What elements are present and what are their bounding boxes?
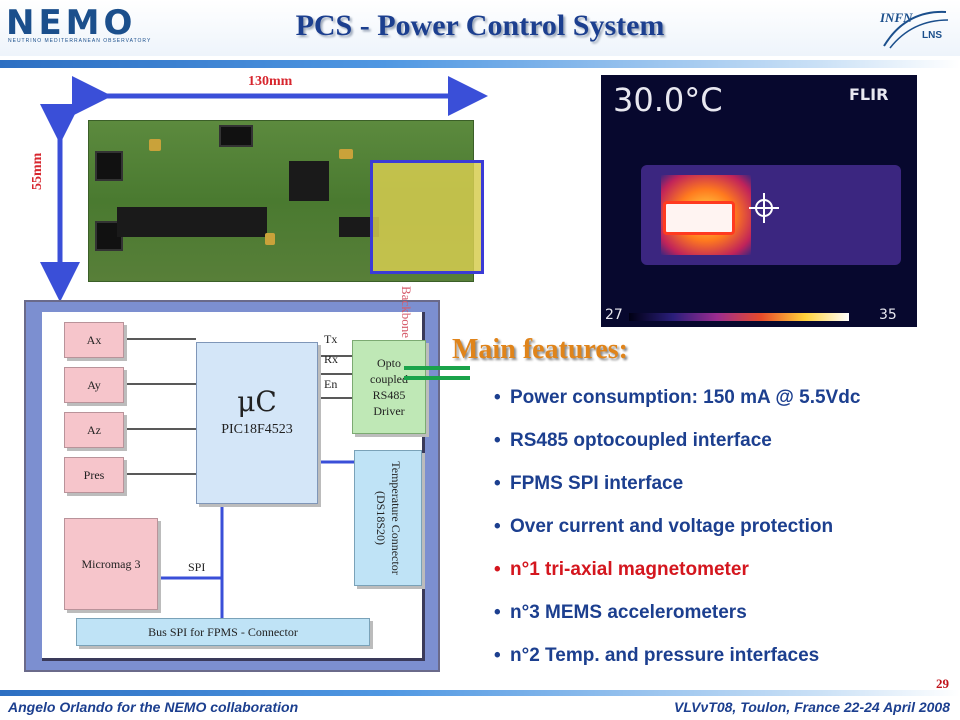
thermal-temperature: 30.0°C: [613, 81, 723, 119]
microcontroller-symbol: μC: [237, 385, 277, 418]
micromag-block: Micromag 3: [64, 518, 158, 610]
header-band: [0, 0, 960, 56]
microcontroller-part: PIC18F4523: [221, 422, 293, 437]
block-diagram: Ax Ay Az Pres Micromag 3 μC PIC18F4523 T…: [24, 300, 440, 672]
temperature-connector-block: Temperature Connector (DS18S20): [354, 450, 422, 586]
nemo-logo: NEMO: [6, 3, 137, 43]
opto-driver-label: Opto coupled RS485 Driver: [370, 356, 408, 418]
thermal-image: 30.0°C FLIR 27 35: [601, 75, 917, 327]
width-label: 130mm: [248, 74, 293, 89]
thermal-color-scale: [629, 313, 849, 321]
features-list: Power consumption: 150 mA @ 5.5Vdc RS485…: [494, 386, 860, 687]
diagram-wiring: [122, 338, 354, 618]
page-title: PCS - Power Control System: [295, 9, 665, 42]
sensor-az: Az: [64, 412, 124, 448]
footer-divider: [0, 690, 960, 696]
header-divider: [0, 60, 960, 68]
micromag-label: Micromag 3: [81, 556, 141, 571]
feature-item: RS485 optocoupled interface: [494, 429, 860, 472]
nemo-logo-tagline: NEUTRINO MEDITERRANEAN OBSERVATORY: [8, 38, 152, 44]
spi-bus-connector: Bus SPI for FPMS - Connector: [76, 618, 370, 646]
sensor-ax: Ax: [64, 322, 124, 358]
opto-driver-block: Opto coupled RS485 Driver: [352, 340, 426, 434]
sensor-ay: Ay: [64, 367, 124, 403]
feature-item: n°3 MEMS accelerometers: [494, 601, 860, 644]
microcontroller-block: μC PIC18F4523: [196, 342, 318, 504]
sensor-pres: Pres: [64, 457, 124, 493]
temperature-connector-label: Temperature Connector (DS18S20): [374, 461, 403, 575]
feature-item: Over current and voltage protection: [494, 515, 860, 558]
backbone-label: Backbone: [399, 286, 414, 338]
feature-item: n°2 Temp. and pressure interfaces: [494, 644, 860, 687]
features-title: Main features:: [452, 334, 628, 365]
signal-rx: Rx: [324, 352, 339, 366]
signal-en: En: [324, 377, 338, 391]
footer-event: VLVνT08, Toulon, France 22-24 April 2008: [674, 699, 950, 715]
infn-logo-text: INFN: [880, 10, 913, 25]
pcb-sensor-highlight: [370, 160, 484, 274]
infn-logo-icon: [883, 10, 949, 49]
page-number: 29: [936, 676, 949, 691]
thermal-scale-max: 35: [879, 307, 897, 323]
signal-spi: SPI: [188, 560, 206, 574]
thermal-scale-min: 27: [605, 307, 623, 323]
lns-logo-text: LNS: [922, 30, 942, 41]
block-diagram-board: Ax Ay Az Pres Micromag 3 μC PIC18F4523 T…: [42, 312, 426, 661]
height-label: 55mm: [30, 152, 45, 190]
feature-item-highlighted: n°1 tri-axial magnetometer: [494, 558, 860, 601]
feature-item: Power consumption: 150 mA @ 5.5Vdc: [494, 386, 860, 429]
crosshair-icon: [749, 193, 779, 223]
footer-author: Angelo Orlando for the NEMO collaboratio…: [8, 699, 299, 715]
feature-item: FPMS SPI interface: [494, 472, 860, 515]
flir-logo: FLIR: [849, 85, 889, 104]
signal-tx: Tx: [324, 332, 338, 346]
